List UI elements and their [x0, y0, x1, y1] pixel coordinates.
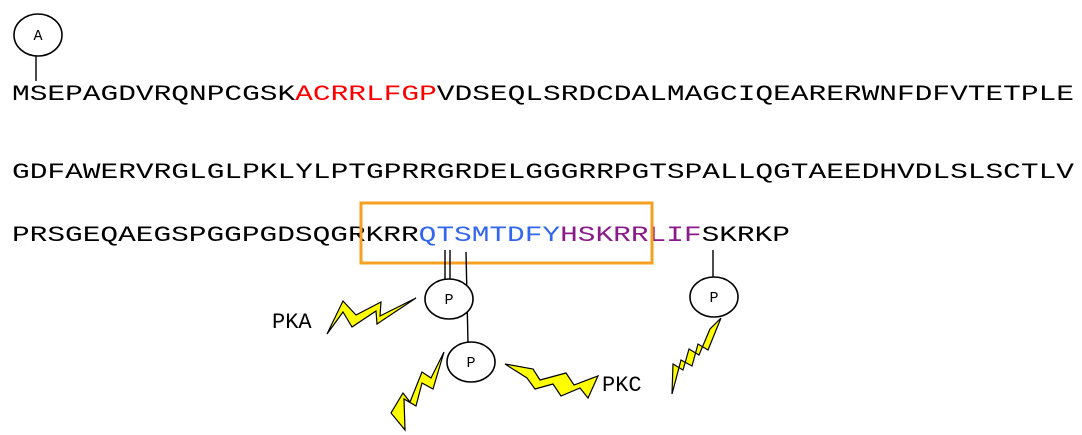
marker-a-circle — [13, 13, 63, 57]
phospho-circle — [446, 341, 496, 383]
phospho-site-1: P — [424, 278, 474, 320]
phospho-site-2: P — [446, 341, 496, 383]
lightning-bolt-icon — [390, 351, 445, 432]
sequence-line-1-end: VDSEQLSRDCDALMAGCIQEARERWNFDFVTETPLE — [437, 82, 1074, 107]
phospho-circle — [689, 276, 739, 318]
kinase-label-pka: PKA — [272, 310, 312, 335]
kinase-label-pkc: PKC — [602, 373, 642, 398]
sequence-line-1-start: MSEPAGDVRQNPCGSK — [12, 82, 296, 107]
sequence-segment-red: ACRRLFGP — [295, 82, 437, 107]
phospho-circle — [424, 278, 474, 320]
sequence-line-3-start: PRSGEQAEGSPGGPGDSQGRKRR — [12, 223, 419, 248]
lightning-bolt-icon — [504, 363, 600, 400]
lightning-bolt-icon — [671, 317, 722, 395]
sequence-line-2: GDFAWERVRGLGLPKLYLPTGPRRGRDELGGGRRPGTSPA… — [12, 160, 1075, 185]
phospho-site-3: P — [689, 276, 739, 318]
phospho-label: P — [444, 292, 453, 309]
phospho-label: P — [709, 290, 718, 307]
phospho-label: P — [466, 355, 475, 372]
highlight-box — [359, 201, 654, 265]
sequence-line-3-end: SKRKP — [702, 223, 790, 248]
sequence-segment-blue: QTSMTDFY — [419, 223, 560, 248]
marker-a: A — [13, 13, 63, 81]
marker-a-label: A — [33, 28, 42, 45]
sequence-segment-purple: HSKRRLIF — [560, 223, 701, 248]
lightning-bolt-icon — [326, 297, 417, 335]
